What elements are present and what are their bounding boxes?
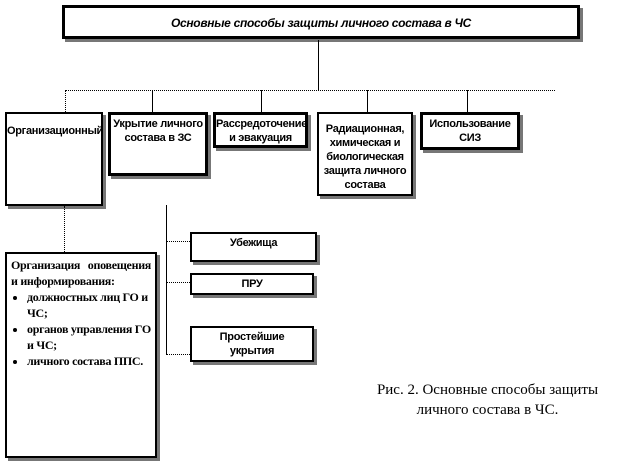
category-shelter: Укрытие личного состава в ЗС [108, 112, 208, 176]
connector [166, 282, 190, 283]
shelter-type-box: Простейшие укрытия [190, 326, 314, 362]
connector [65, 90, 555, 91]
diagram-title: Основные способы защиты личного состава … [62, 5, 580, 39]
connector [166, 205, 167, 355]
connector [152, 90, 153, 112]
detail-heading: Организация оповещения и информирования: [11, 258, 151, 288]
category-rchb-protection: Радиационная, химическая и биологическая… [317, 112, 413, 196]
category-evacuation: Рассредоточение и эвакуация [213, 112, 308, 148]
connector [166, 354, 190, 355]
organizational-detail-box: Организация оповещения и информирования:… [5, 252, 157, 458]
connector [65, 90, 66, 112]
connector [166, 241, 190, 242]
figure-caption: Рис. 2. Основные способы защиты личного … [376, 382, 599, 418]
connector [467, 90, 468, 112]
connector [318, 40, 319, 90]
category-ppe: Использование СИЗ [420, 112, 520, 150]
category-organizational: Организационный [5, 112, 103, 206]
shelter-type-box: ПРУ [190, 273, 314, 295]
detail-item: должностных лиц ГО и ЧС; [27, 289, 151, 321]
detail-item: органов управления ГО и ЧС; [27, 321, 151, 353]
connector [64, 206, 65, 252]
connector [367, 90, 368, 112]
detail-item: личного состава ППС. [27, 353, 151, 369]
connector [261, 90, 262, 112]
shelter-type-box: Убежища [190, 232, 317, 262]
